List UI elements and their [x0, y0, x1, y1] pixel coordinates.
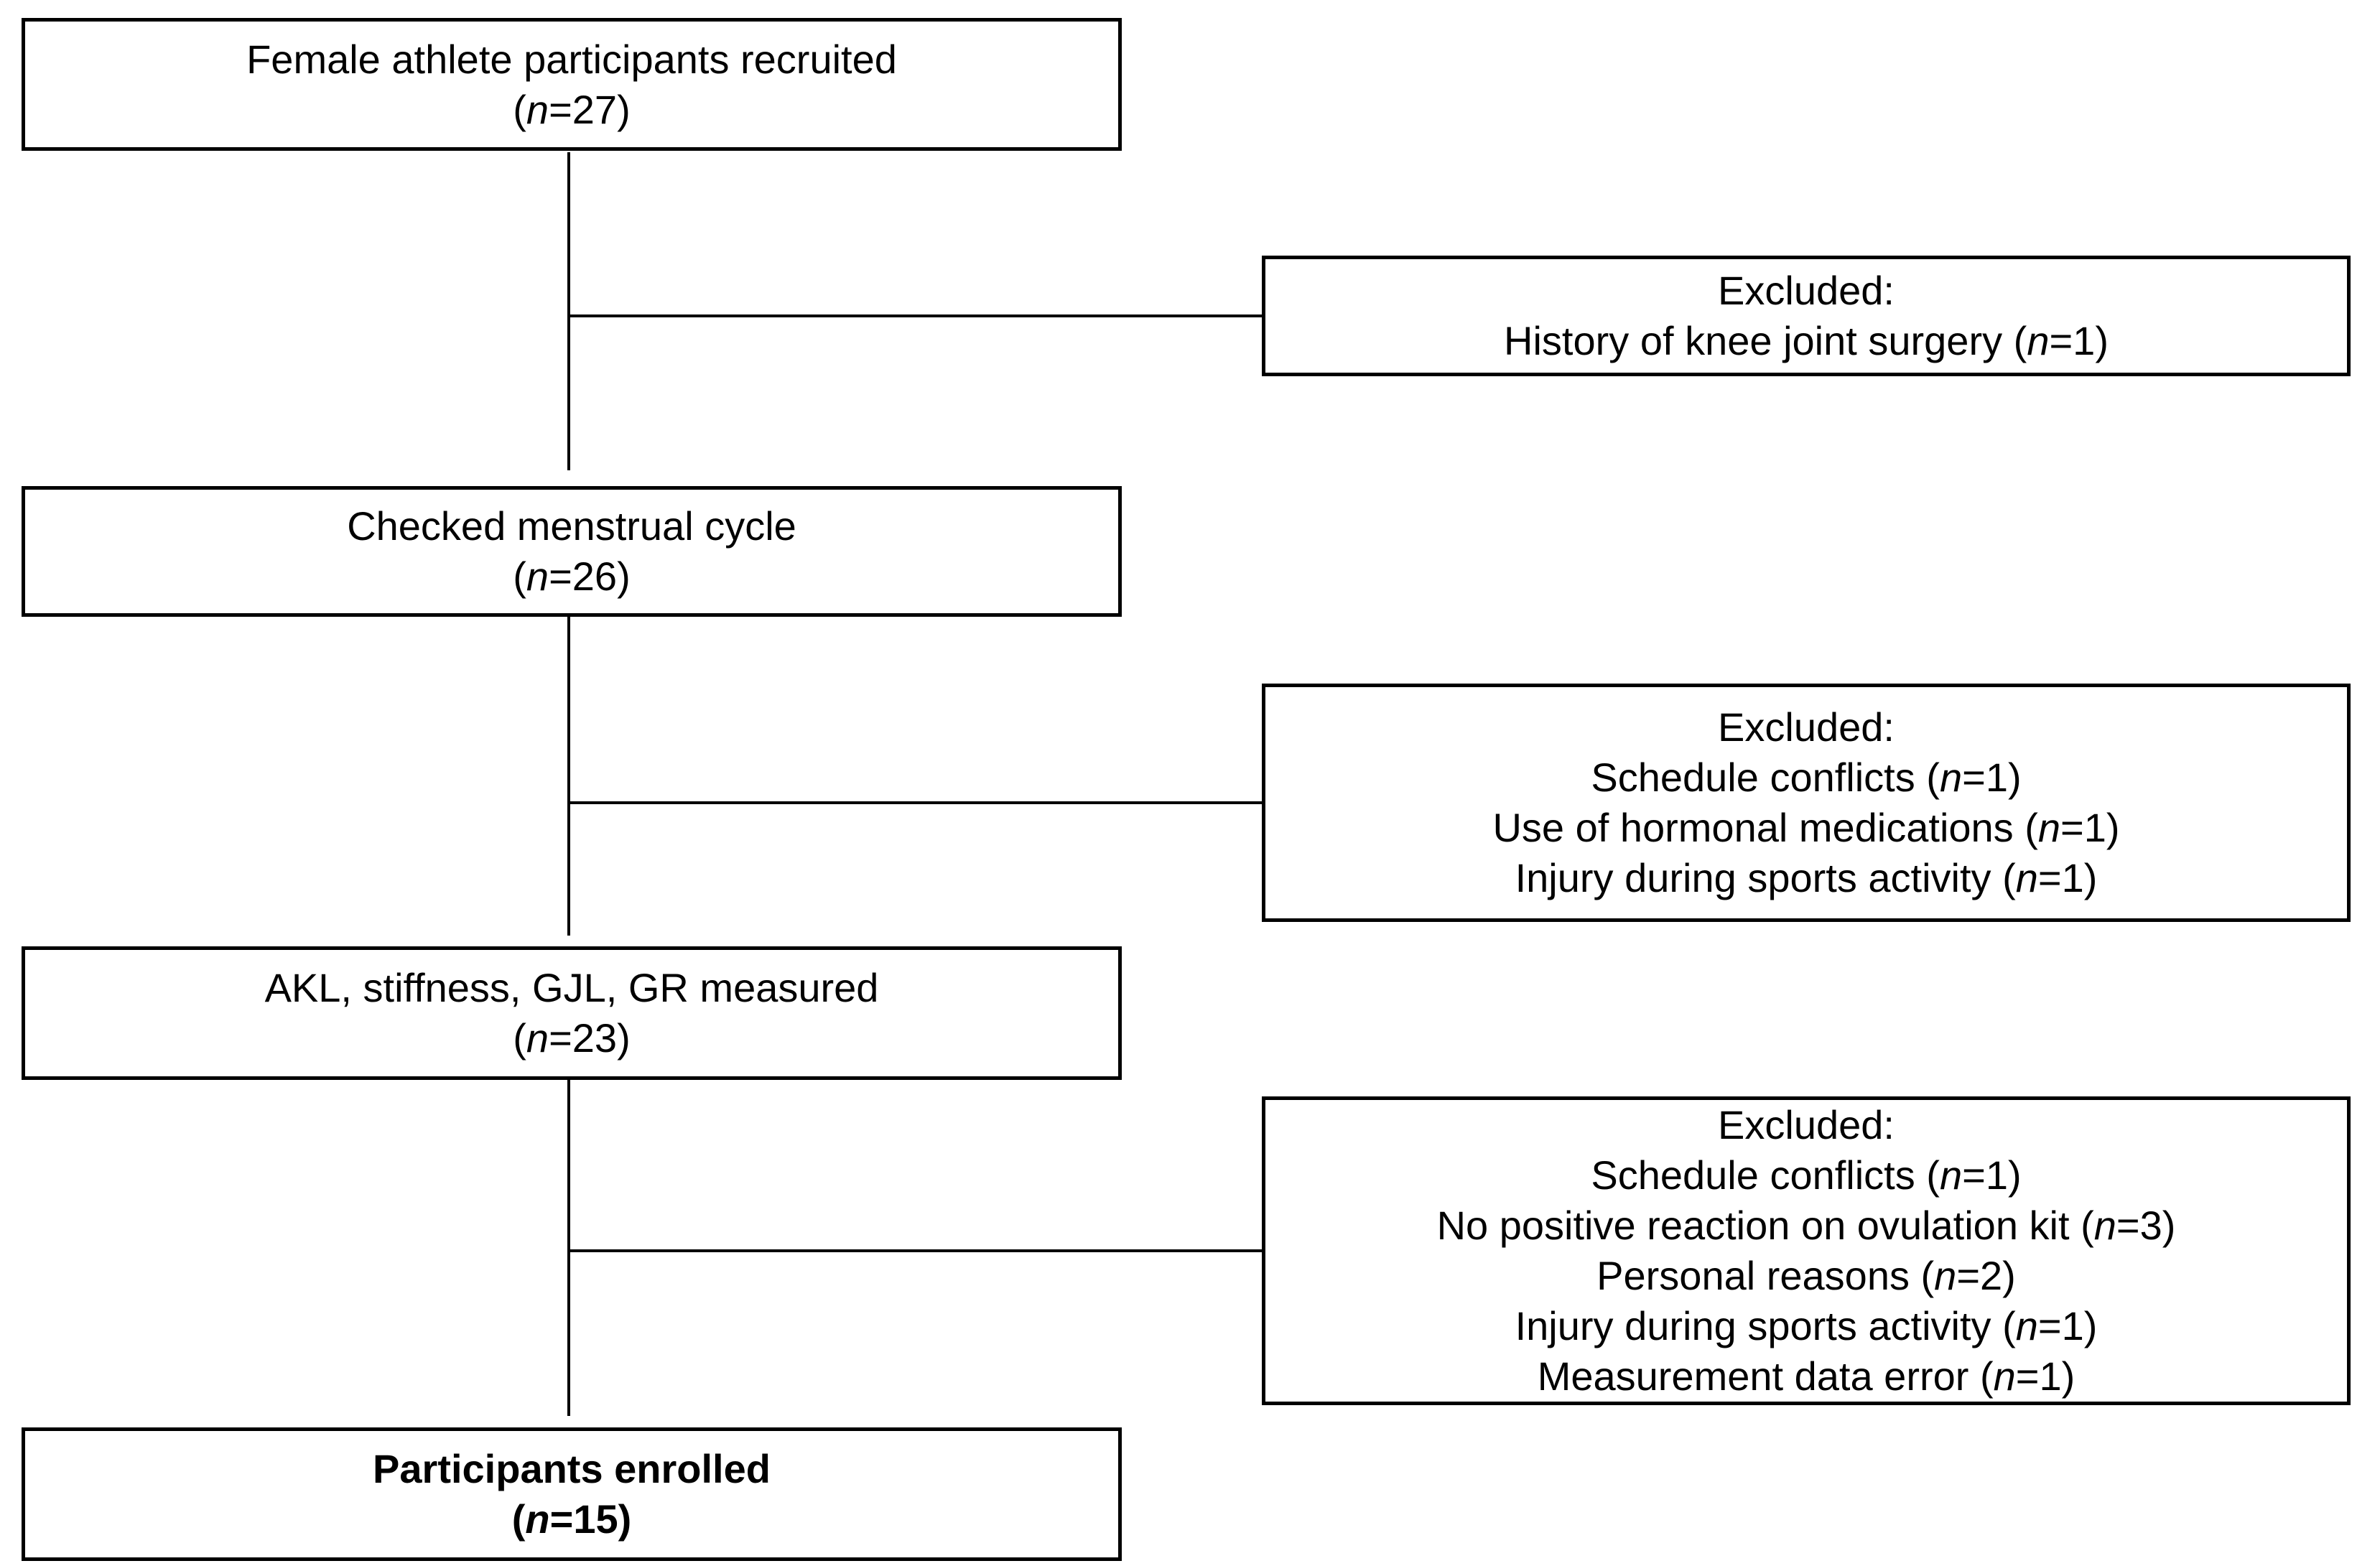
excluded-reason: Measurement data error (n=1) [1538, 1351, 2075, 1402]
box-text: AKL, stiffness, GJL, GR measured [264, 965, 879, 1010]
n-symbol: n [1934, 1253, 1957, 1298]
connector-branch-2 [569, 801, 1262, 804]
connector-vertical-3 [567, 1080, 570, 1416]
n-symbol: n [2015, 1303, 2038, 1348]
box-text: Checked menstrual cycle [347, 503, 796, 549]
reason-text: Injury during sports activity ( [1515, 855, 2016, 900]
excluded-label: Excluded: [1718, 1102, 1895, 1147]
count-value: =23) [549, 1015, 631, 1061]
excluded-box-1: Excluded: History of knee joint surgery … [1262, 256, 2351, 376]
reason-text: History of knee joint surgery ( [1504, 318, 2027, 363]
excluded-reason: History of knee joint surgery (n=1) [1504, 316, 2109, 366]
flow-box-enrolled: Participants enrolled (n=15) [22, 1427, 1122, 1561]
connector-branch-3 [569, 1249, 1262, 1252]
paren-open: ( [513, 554, 526, 599]
box-count-line: (n=26) [513, 551, 630, 602]
excluded-header: Excluded: [1718, 266, 1895, 316]
count-value: =15) [549, 1496, 632, 1542]
excluded-reason: Schedule conflicts (n=1) [1591, 752, 2021, 803]
box-title-line: Checked menstrual cycle [347, 501, 796, 551]
n-symbol: n [1939, 1152, 1963, 1198]
n-symbol: n [525, 1496, 550, 1542]
flow-box-recruited: Female athlete participants recruited (n… [22, 18, 1122, 151]
n-symbol: n [1939, 755, 1963, 800]
reason-text: Personal reasons ( [1596, 1253, 1935, 1298]
reason-text: Injury during sports activity ( [1515, 1303, 2016, 1348]
count-value: =3) [2116, 1203, 2176, 1248]
paren-open: ( [511, 1496, 526, 1542]
excluded-header: Excluded: [1718, 702, 1895, 752]
box-count-line: (n=15) [512, 1494, 632, 1544]
excluded-box-3: Excluded: Schedule conflicts (n=1) No po… [1262, 1096, 2351, 1405]
n-symbol: n [2015, 855, 2038, 900]
paren-open: ( [513, 1015, 526, 1061]
connector-vertical-1 [567, 152, 570, 470]
excluded-header: Excluded: [1718, 1100, 1895, 1150]
n-symbol: n [526, 554, 549, 599]
excluded-reason: Use of hormonal medications (n=1) [1492, 803, 2119, 853]
connector-vertical-2 [567, 617, 570, 936]
box-text: Participants enrolled [373, 1446, 771, 1491]
count-value: =1) [2015, 1353, 2075, 1399]
reason-text: Use of hormonal medications ( [1492, 805, 2038, 850]
count-value: =1) [2060, 805, 2120, 850]
box-count-line: (n=27) [513, 85, 630, 135]
count-value: =1) [1962, 755, 2022, 800]
reason-text: Measurement data error ( [1537, 1353, 1994, 1399]
flow-box-menstrual-cycle: Checked menstrual cycle (n=26) [22, 486, 1122, 617]
n-symbol: n [2027, 318, 2050, 363]
n-symbol: n [526, 86, 549, 132]
n-symbol: n [526, 1015, 549, 1061]
reason-text: Schedule conflicts ( [1591, 755, 1940, 800]
excluded-reason: Schedule conflicts (n=1) [1591, 1150, 2021, 1201]
box-title-line: Female athlete participants recruited [246, 34, 897, 85]
excluded-reason: Injury during sports activity (n=1) [1515, 1301, 2098, 1351]
excluded-label: Excluded: [1718, 268, 1895, 313]
box-title-line: Participants enrolled [373, 1444, 771, 1494]
box-text: Female athlete participants recruited [246, 36, 897, 82]
count-value: =1) [1962, 1152, 2022, 1198]
count-value: =1) [2037, 1303, 2098, 1348]
n-symbol: n [1993, 1353, 2016, 1399]
box-count-line: (n=23) [513, 1013, 630, 1063]
count-value: =27) [549, 86, 631, 132]
excluded-reason: Injury during sports activity (n=1) [1515, 853, 2098, 903]
reason-text: Schedule conflicts ( [1591, 1152, 1940, 1198]
box-title-line: AKL, stiffness, GJL, GR measured [265, 963, 879, 1013]
count-value: =2) [1956, 1253, 2016, 1298]
flow-box-measurements: AKL, stiffness, GJL, GR measured (n=23) [22, 946, 1122, 1080]
excluded-reason: No positive reaction on ovulation kit (n… [1437, 1201, 2176, 1251]
reason-text: No positive reaction on ovulation kit ( [1436, 1203, 2094, 1248]
count-value: =26) [549, 554, 631, 599]
n-symbol: n [2093, 1203, 2116, 1248]
count-value: =1) [2037, 855, 2098, 900]
excluded-reason: Personal reasons (n=2) [1596, 1251, 2016, 1301]
connector-branch-1 [569, 314, 1262, 317]
count-value: =1) [2049, 318, 2109, 363]
excluded-box-2: Excluded: Schedule conflicts (n=1) Use o… [1262, 684, 2351, 922]
n-symbol: n [2037, 805, 2061, 850]
excluded-label: Excluded: [1718, 704, 1895, 750]
paren-open: ( [513, 86, 526, 132]
